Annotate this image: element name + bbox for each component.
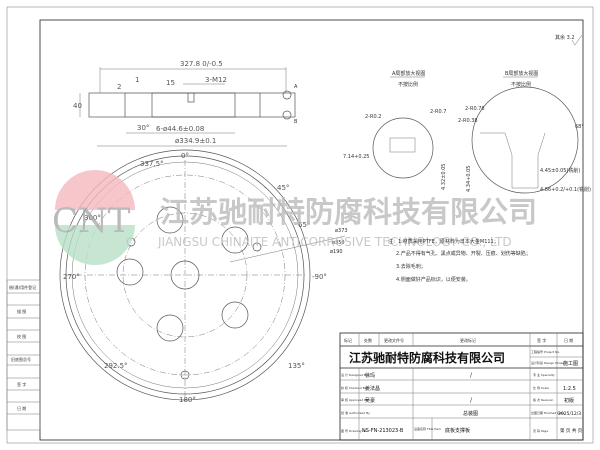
- hdr-mark: 标记: [344, 337, 352, 343]
- detail-b-subtitle: 不按比例: [511, 81, 531, 88]
- authorized-label: 批 准 Authorized By: [341, 410, 370, 415]
- drawing-no-label: 图 号 Drawing No.: [341, 428, 367, 433]
- roughness-symbol-icon: [571, 34, 583, 46]
- strip-borrow: 借(通)用件登记: [9, 284, 36, 290]
- dim-373: ø373: [335, 228, 348, 234]
- detail-a-subtitle: 不按比例: [398, 81, 418, 88]
- design-phase: 施工图: [563, 360, 578, 367]
- scale: 1:2.5: [563, 386, 576, 392]
- detail-b-angle-68: 68°: [575, 124, 584, 130]
- dim-190: ø190: [330, 249, 343, 255]
- specialty-label: 专 业 Specialty: [533, 372, 555, 377]
- watermark-cn: 江苏驰耐特防腐科技有限公司: [160, 195, 537, 229]
- company-name: 江苏驰耐特防腐科技有限公司: [349, 350, 505, 365]
- strip-trace: 描 图: [17, 308, 26, 314]
- angle-292: 292.5°: [104, 362, 128, 370]
- design-phase-label: 设计阶段 Design Phase: [531, 360, 564, 365]
- notes: 注：1.材质采用PTFE，原材料为日本大金M111； 2.产品不得有气孔、黑点或…: [388, 238, 531, 283]
- revision: 初版: [564, 397, 574, 404]
- angle-337: 337.5°: [140, 160, 164, 168]
- angle-180: 180°: [179, 396, 196, 404]
- plan-view: 0° 337.5° 45° 65° 300° 270° -90° 135° 29…: [59, 149, 348, 404]
- strip-old-no: 旧底图总号: [11, 356, 31, 362]
- angle-65: 65°: [298, 221, 310, 229]
- outer-frame: [6, 6, 594, 444]
- note-3: 3.去除毛刺；: [396, 263, 426, 270]
- detail-a-dim-714: 7.14+0.25: [343, 154, 369, 160]
- watermark-en: JIANGSU CHINAITE ANTICORROSIVE TECHNOLOG…: [157, 235, 512, 249]
- page-label: 页 码 Page: [533, 428, 548, 433]
- dim-diameter: ø334.9±0.1: [175, 137, 216, 145]
- approved-slash: /: [470, 397, 473, 404]
- detail-b-dim-445: 4.45±0.05(铣削): [540, 167, 580, 174]
- designed-slash: /: [470, 372, 473, 379]
- left-strip: 借(通)用件登记 描 图 校 图 旧底图总号 签 字 日 期: [6, 279, 41, 431]
- dim-holes: 6-ø44.6±0.08: [156, 125, 204, 133]
- checked-label: 校 核 Checked By: [341, 385, 367, 390]
- project-no-label: 工程编号 Project No.: [531, 349, 560, 354]
- watermark-logo: CNT: [52, 201, 131, 241]
- thread-callout: 3-M12: [205, 76, 227, 84]
- watermark: CNT 江苏驰耐特防腐科技有限公司 JIANGSU CHINAITE ANTIC…: [52, 170, 537, 265]
- mark-b: B: [294, 119, 298, 125]
- dim-350: ø350: [332, 240, 345, 246]
- angle-300: 300°: [84, 214, 101, 222]
- dim-angle: 30°: [137, 124, 149, 132]
- hdr-count: 处数: [364, 337, 372, 343]
- finish-date: 2025/12/3: [558, 411, 581, 417]
- detail-b-dim-r038: 2-R0.38: [458, 118, 478, 124]
- hdr-file: 更改文件号: [384, 337, 404, 343]
- angle-135: 135°: [288, 362, 305, 370]
- section-view: 327.8 0/-0.5 2 1 15 3-M12 40 6-ø44.6±0.0…: [73, 60, 298, 147]
- dim-15: 15: [166, 79, 175, 87]
- designer: 徐玛: [365, 372, 375, 379]
- detail-a-dim-432: 4.32±0.05: [441, 164, 447, 190]
- note-2: 2.产品不得有气孔、黑点或异物、开裂、压痕、划伤等缺陷；: [396, 250, 531, 257]
- angle-45: 45°: [277, 184, 289, 192]
- note-4: 4.侧面做好产品标识，以便安装。: [396, 276, 471, 283]
- scale-label: 比 例 Scale: [533, 385, 549, 390]
- title-block: 标记 处数 更改文件号 更改标记 签 字 日 期 江苏驰耐特防腐科技有限公司 工…: [339, 332, 584, 441]
- title-label: 设备名称 Title Item: [414, 426, 441, 431]
- detail-a-dim-r07: 2-R0.7: [430, 109, 446, 115]
- dim-length: 327.8 0/-0.5: [180, 60, 223, 68]
- angle-270: 270°: [63, 273, 80, 281]
- dim-1: 1: [135, 76, 139, 84]
- logo-bottom-icon: [55, 225, 135, 265]
- date-label: 出图日期 Finished Date: [531, 410, 565, 415]
- detail-a: A局部放大视图 不按比例 2-R0.2 2-R0.7 7.14+0.25 4.3…: [343, 70, 447, 190]
- detail-b-title: B局部放大视图: [505, 70, 538, 77]
- angle-neg90: -90°: [312, 273, 327, 281]
- drawing-type: 总装图: [463, 410, 478, 417]
- page: 第 页 共 页: [560, 427, 583, 434]
- strip-check: 校 图: [17, 333, 26, 339]
- dim-2: 2: [117, 83, 121, 91]
- mark-a: A: [294, 84, 298, 90]
- angle-0: 0°: [181, 152, 189, 160]
- designed-label: 设 计 Designed By: [341, 372, 368, 377]
- detail-a-dim-r02: 2-R0.2: [365, 114, 381, 120]
- roughness-note: 其余 3.2: [555, 34, 575, 41]
- approver: 吴豪: [365, 397, 375, 404]
- dim-40: 40: [73, 102, 82, 110]
- detail-b-dim-r078: 2-R0.78: [465, 106, 485, 112]
- detail-b-dim-434: 4.34+0.05: [466, 166, 472, 192]
- approved-label: 审 核 Approved By: [341, 397, 368, 402]
- drawing-no: NS-FN-213023-B: [362, 428, 404, 434]
- strip-sign: 签 字: [17, 381, 26, 387]
- strip-date: 日 期: [17, 405, 26, 411]
- revision-label: 版 次 Revision: [533, 397, 554, 402]
- logo-top-icon: [55, 170, 135, 210]
- detail-b-dim-486: 4.86+0.2/+0.1(铣削): [540, 186, 591, 193]
- hdr-date: 日 期: [564, 337, 573, 343]
- inner-frame: [39, 19, 584, 441]
- checker: 姜法昌: [365, 385, 380, 392]
- note-1: 注：1.材质采用PTFE，原材料为日本大金M111；: [388, 238, 499, 245]
- hdr-change: 更改标记: [460, 337, 476, 343]
- hdr-sign: 签 字: [537, 337, 546, 343]
- drawing-title: 底板支撑板: [445, 427, 470, 434]
- detail-b: B局部放大视图 不按比例 2-R0.78 2-R0.38 4.34+0.05 4…: [458, 70, 591, 194]
- detail-a-title: A局部放大视图: [392, 70, 425, 77]
